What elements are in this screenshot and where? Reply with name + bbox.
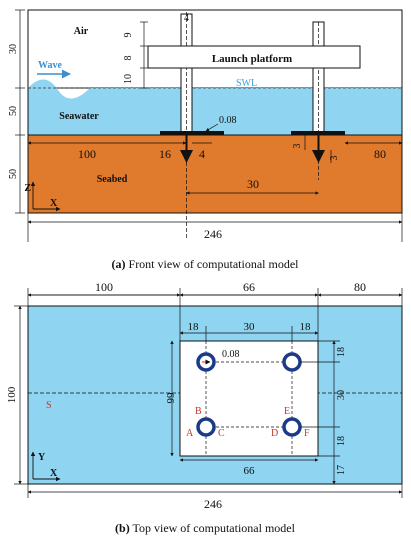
pile-tip-right bbox=[312, 150, 325, 163]
pile-tip-left bbox=[180, 150, 193, 163]
point-a: A bbox=[186, 428, 194, 439]
top-view: 0.08 A B C D E F S Y X 100 66 80 18 30 1… bbox=[6, 280, 403, 535]
pile-ring-br bbox=[282, 417, 302, 437]
pile-dia-leader bbox=[205, 123, 219, 132]
dim-r30: 30 bbox=[336, 390, 347, 400]
top-x-label: X bbox=[50, 468, 58, 479]
air-label: Air bbox=[74, 26, 89, 37]
dim-w30: 30 bbox=[247, 177, 259, 191]
dim-left-bed: 50 bbox=[8, 169, 19, 179]
dim-r17: 17 bbox=[336, 465, 347, 475]
platform-label: Launch platform bbox=[212, 53, 292, 65]
dim-h9: 9 bbox=[123, 33, 134, 38]
point-b: B bbox=[195, 406, 202, 417]
wave-label: Wave bbox=[38, 60, 62, 71]
point-e: E bbox=[284, 406, 290, 417]
dim-s18b: 18 bbox=[300, 321, 312, 333]
caption-top-tag: (b) bbox=[115, 521, 130, 535]
dim-h66: 66 bbox=[164, 393, 176, 405]
dim-pile-width: 4 bbox=[184, 13, 189, 24]
swl-label: SWL bbox=[236, 78, 257, 89]
seabed-label: Seabed bbox=[97, 174, 128, 185]
top-y-label: Y bbox=[38, 452, 46, 463]
dim-top-80: 80 bbox=[354, 280, 366, 294]
dim-left-water: 50 bbox=[8, 106, 19, 116]
dim-h3a: 3 bbox=[292, 144, 303, 149]
pile-cap-left bbox=[160, 131, 224, 135]
pile-dia-label: 0.08 bbox=[219, 115, 237, 126]
point-f: F bbox=[304, 428, 310, 439]
dim-h8: 8 bbox=[123, 56, 134, 61]
dim-w4: 4 bbox=[199, 147, 205, 161]
dim-top-100: 100 bbox=[95, 280, 113, 294]
dim-b66: 66 bbox=[244, 465, 256, 477]
dim-w100: 100 bbox=[78, 147, 96, 161]
dim-w80: 80 bbox=[374, 147, 386, 161]
pile-ring-bl bbox=[196, 417, 216, 437]
caption-top-text: Top view of computational model bbox=[130, 521, 296, 535]
front-frame bbox=[27, 9, 403, 214]
caption-front-tag: (a) bbox=[112, 257, 126, 271]
dim-s30: 30 bbox=[244, 321, 256, 333]
dim-left-air: 30 bbox=[8, 44, 19, 54]
launch-platform bbox=[147, 45, 361, 69]
caption-top: (b) Top view of computational model bbox=[115, 521, 296, 535]
caption-front-text: Front view of computational model bbox=[126, 257, 300, 271]
caption-front: (a) Front view of computational model bbox=[112, 257, 300, 271]
dim-total: 246 bbox=[204, 227, 222, 241]
point-c: C bbox=[218, 428, 225, 439]
point-s: S bbox=[46, 400, 52, 411]
dim-s18a: 18 bbox=[188, 321, 200, 333]
pile-cap-right bbox=[291, 131, 345, 135]
dim-r18b: 18 bbox=[336, 436, 347, 446]
front-view: Launch platform Air Wave SWL Seawater Se… bbox=[8, 9, 403, 271]
dim-h10: 10 bbox=[123, 74, 134, 84]
dim-left-100: 100 bbox=[6, 386, 18, 403]
dim-top-total: 246 bbox=[204, 497, 222, 511]
z-axis-label: Z bbox=[24, 183, 31, 194]
dim-w16: 16 bbox=[159, 147, 171, 161]
point-d: D bbox=[271, 428, 278, 439]
dim-top-66: 66 bbox=[243, 280, 255, 294]
water-region bbox=[28, 79, 402, 135]
seawater-label: Seawater bbox=[59, 111, 99, 122]
dim-h3b: 3 bbox=[329, 156, 340, 161]
dim-r18a: 18 bbox=[336, 347, 347, 357]
top-dia-label: 0.08 bbox=[222, 349, 240, 360]
x-axis-label: X bbox=[50, 198, 58, 209]
pile-ring-tr bbox=[282, 352, 302, 372]
